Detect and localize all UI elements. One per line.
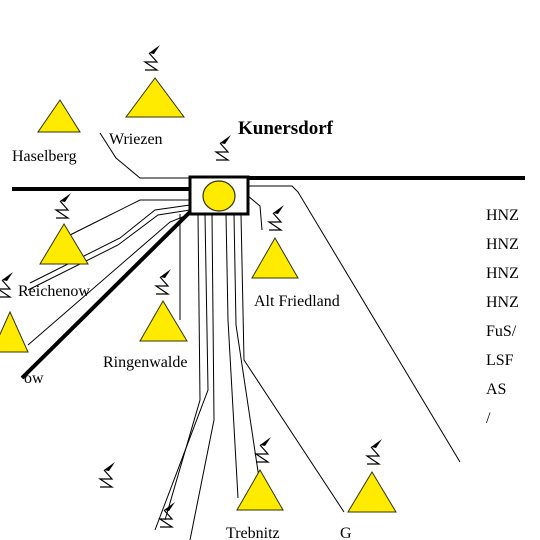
antenna-southwest-1 [99, 461, 116, 488]
station-southeast[interactable] [347, 438, 397, 513]
radio-antenna-icon [0, 271, 14, 298]
radio-antenna-icon [159, 501, 176, 528]
label-wriezen: Wriezen [109, 131, 163, 148]
station-ringenwalde[interactable] [139, 268, 188, 342]
diagram-title: Kunersdorf [238, 118, 334, 139]
legend: HNZ HNZ HNZ HNZ FuS/ LSF AS / [486, 207, 519, 427]
antenna-southwest-2 [159, 501, 176, 528]
label-haselberg: Haselberg [12, 148, 77, 165]
main-line-southwest [20, 210, 192, 380]
legend-item: LSF [486, 352, 514, 369]
link-south-2 [154, 213, 209, 531]
label-trebnitz: Trebnitz [226, 525, 280, 540]
station-trebnitz[interactable] [236, 436, 284, 511]
connection-lines [12, 132, 525, 540]
radio-antenna-icon [366, 438, 383, 465]
link-reichenow-2 [27, 209, 191, 291]
legend-item: HNZ [486, 236, 519, 253]
label-alt-friedland: Alt Friedland [254, 293, 340, 310]
legend-item: HNZ [486, 207, 519, 224]
hub-station-icon[interactable] [188, 134, 250, 216]
link-trebnitz-2 [233, 213, 263, 499]
legend-item: AS [486, 381, 506, 398]
radio-antenna-icon [99, 461, 116, 488]
station-reichenow-partial[interactable] [0, 271, 29, 353]
radio-antenna-icon [215, 134, 232, 161]
radio-antenna-icon [155, 268, 172, 295]
link-east-long [248, 185, 461, 463]
station-west[interactable] [39, 192, 89, 265]
station-haselberg[interactable] [37, 99, 81, 133]
link-south-1 [164, 213, 201, 521]
station-alt-friedland[interactable] [251, 204, 299, 279]
radio-antenna-icon [55, 192, 72, 219]
station-wriezen[interactable] [125, 44, 185, 118]
label-partial-bottom: G [340, 525, 352, 540]
label-partial-left: ow [24, 370, 44, 387]
radio-antenna-icon [268, 204, 285, 231]
legend-item: FuS/ [486, 323, 517, 340]
legend-item: HNZ [486, 265, 519, 282]
link-alt-friedland [247, 195, 263, 231]
link-haselberg [69, 199, 190, 236]
legend-item: HNZ [486, 294, 519, 311]
label-ringenwalde: Ringenwalde [103, 354, 187, 371]
label-reichenow: Reichenow [18, 283, 90, 300]
legend-item: / [486, 410, 491, 427]
link-partial-left [27, 213, 191, 346]
radio-antenna-icon [255, 436, 272, 463]
link-south-3 [189, 213, 215, 540]
link-south-east [240, 213, 345, 513]
link-trebnitz-1 [225, 213, 239, 499]
link-wriezen [99, 132, 190, 179]
radio-antenna-icon [144, 44, 161, 71]
